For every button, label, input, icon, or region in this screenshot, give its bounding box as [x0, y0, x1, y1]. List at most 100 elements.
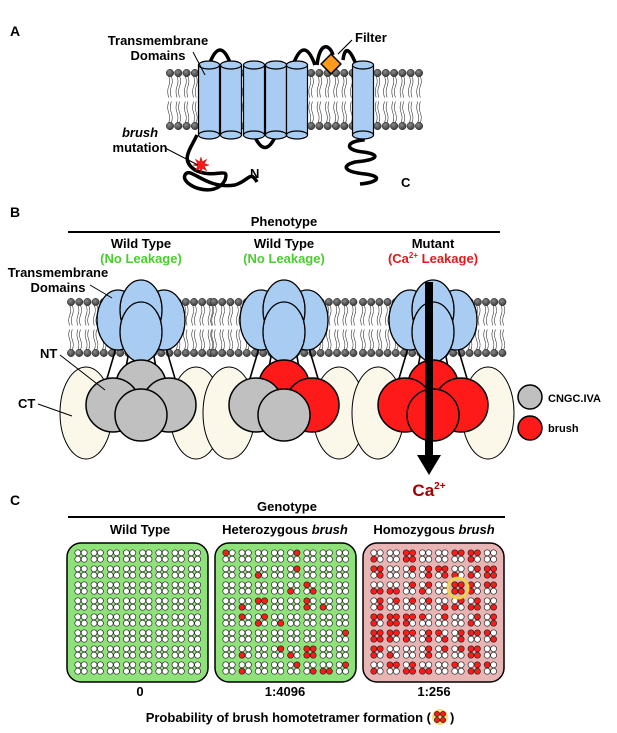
tetramer	[467, 597, 481, 611]
wt-subunit	[419, 629, 426, 637]
lipid-tail	[385, 329, 388, 350]
lipid-tail	[502, 329, 505, 350]
wt-subunit	[187, 549, 195, 557]
wt-subunit	[222, 629, 230, 637]
tetramer	[155, 613, 169, 627]
wt-subunit	[293, 587, 301, 595]
tetramer	[467, 629, 481, 643]
wt-subunit	[90, 661, 98, 669]
brush-subunit	[467, 629, 475, 637]
lipid-tail	[377, 76, 381, 98]
wt-subunit	[194, 565, 201, 573]
wt-subunit	[435, 667, 442, 675]
wt-subunit	[254, 587, 262, 595]
wt-subunit	[113, 587, 120, 595]
lipid-tail	[374, 101, 378, 123]
wt-subunit	[161, 667, 169, 675]
wt-subunit	[161, 629, 169, 637]
wt-subunit	[129, 667, 137, 675]
lipid-tail	[371, 329, 374, 350]
panel-c-label: C	[10, 492, 20, 508]
wt-subunit	[425, 549, 433, 557]
tetramer	[155, 581, 169, 595]
lipid-head	[190, 122, 199, 130]
brush-subunit	[393, 619, 400, 627]
lipid-tail	[167, 76, 170, 98]
wt-subunit	[74, 645, 82, 653]
wt-subunit	[80, 651, 88, 659]
wt-subunit	[187, 661, 195, 669]
brush-subunit	[451, 581, 459, 589]
wt-subunit	[293, 619, 301, 627]
probability-3: 1:256	[417, 684, 450, 699]
wt-subunit	[271, 629, 278, 637]
wt-subunit	[335, 597, 343, 605]
lipid-tail	[410, 76, 414, 98]
brush-subunit	[309, 651, 317, 659]
wt-subunit	[376, 651, 384, 659]
wt-subunit	[261, 629, 268, 637]
wt-subunit	[335, 555, 343, 563]
wt-subunit	[335, 629, 343, 637]
lipid-tail	[360, 305, 363, 326]
wt-subunit	[74, 581, 82, 589]
lipid-tail	[328, 305, 332, 326]
wt-subunit	[261, 603, 268, 611]
wt-subunit	[335, 613, 343, 621]
wt-subunit	[194, 661, 201, 669]
lipid-head	[190, 349, 198, 357]
lipid-tail	[316, 76, 320, 98]
brush-subunit	[467, 603, 475, 611]
wt-subunit	[106, 565, 114, 573]
brush-subunit	[370, 565, 378, 573]
wt-subunit	[319, 619, 327, 627]
brush-subunit	[393, 613, 400, 621]
wt-subunit	[335, 603, 343, 611]
wt-subunit	[435, 555, 442, 563]
brush-subunit	[376, 629, 384, 637]
wt-subunit	[238, 645, 246, 653]
tetramer	[419, 629, 433, 643]
wt-subunit	[309, 629, 317, 637]
brush-subunit	[376, 635, 384, 643]
lipid-tail	[342, 329, 346, 350]
wt-subunit	[155, 667, 163, 675]
brush-subunit	[441, 613, 449, 621]
wt-subunit	[287, 629, 294, 637]
wt-subunit	[187, 587, 195, 595]
panel-b: B Phenotype Wild Type (No Leakage) Wild …	[8, 204, 601, 500]
wt-subunit	[238, 635, 246, 643]
lipid-tail	[494, 305, 497, 326]
wt-subunit	[326, 571, 333, 579]
lipid-tail	[199, 305, 203, 326]
lipid-head	[490, 349, 499, 357]
wt-subunit	[287, 603, 294, 611]
lipid-head	[498, 349, 507, 357]
wt-subunit	[277, 651, 285, 659]
wt-subunit	[106, 555, 114, 563]
lipid-tail	[379, 329, 382, 350]
lipid-tail	[192, 76, 195, 98]
tetramer	[74, 661, 88, 675]
wt-subunit	[178, 571, 185, 579]
wt-subunit	[451, 619, 459, 627]
wt-subunit	[402, 603, 410, 611]
wt-subunit	[409, 651, 416, 659]
wt-subunit	[90, 581, 98, 589]
brush-subunit	[419, 667, 426, 675]
wt-subunit	[97, 587, 104, 595]
tetramer	[451, 549, 465, 563]
tetramer	[467, 565, 481, 579]
tetramer	[319, 661, 333, 675]
lipid-tail	[71, 329, 74, 350]
panel-c: C Genotype Wild Type Heterozygous brush …	[10, 492, 505, 725]
wt-subunit	[228, 603, 236, 611]
wt-subunit	[419, 581, 426, 589]
tetramer	[419, 645, 433, 659]
wt-subunit	[342, 587, 349, 595]
wt-subunit	[145, 587, 153, 595]
brush-subunit	[467, 667, 475, 675]
lipid-tail	[178, 101, 181, 123]
wt-subunit	[228, 555, 236, 563]
tetramer	[123, 549, 137, 563]
